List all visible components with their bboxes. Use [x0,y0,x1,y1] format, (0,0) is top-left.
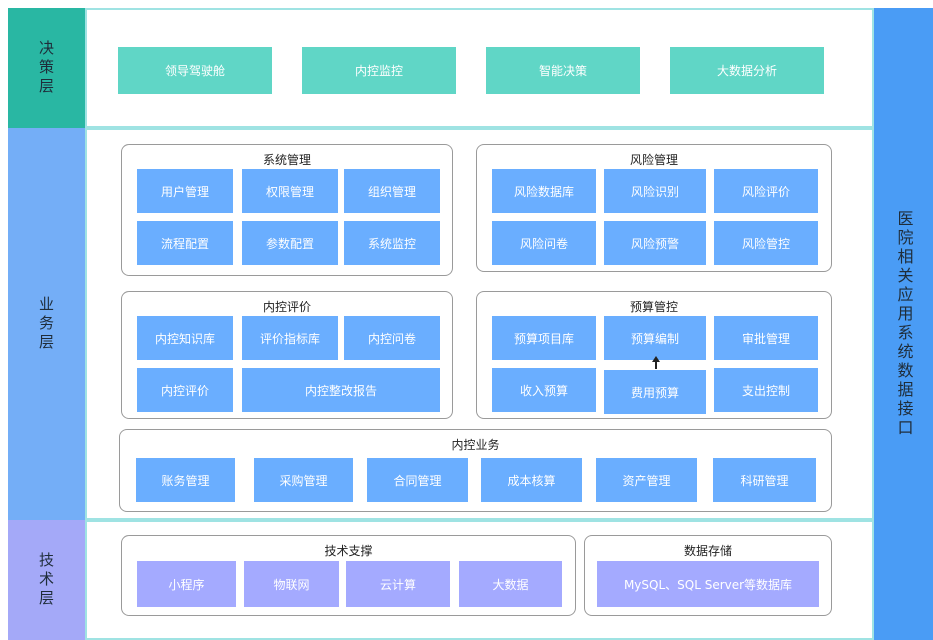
ic-eval-item[interactable]: 内控知识库 [137,316,233,360]
ic-business-title: 内控业务 [451,438,500,452]
budget-item[interactable]: 收入预算 [492,368,596,412]
system-mgmt-title: 系统管理 [262,153,311,167]
ic-business-item[interactable]: 成本核算 [481,458,582,502]
decision-layer-text: 决策层 [37,39,55,97]
system-mgmt-item[interactable]: 用户管理 [137,169,233,213]
tech-layer-label: 技术层 [8,520,85,640]
tech-support-item[interactable]: 小程序 [137,561,236,607]
budget-title: 预算管控 [629,300,678,314]
decision-item[interactable]: 领导驾驶舱 [118,47,272,94]
ic-eval-item[interactable]: 内控整改报告 [242,368,440,412]
tech-support-item[interactable]: 大数据 [459,561,562,607]
ic-eval-item[interactable]: 评价指标库 [242,316,338,360]
system-mgmt-item[interactable]: 流程配置 [137,221,233,265]
risk-mgmt-item[interactable]: 风险管控 [714,221,818,265]
budget-item[interactable]: 预算编制 [604,316,706,360]
decision-item[interactable]: 大数据分析 [670,47,824,94]
data-storage-item[interactable]: MySQL、SQL Server等数据库 [597,561,819,607]
risk-mgmt-item[interactable]: 风险评价 [714,169,818,213]
business-layer-text: 业务层 [37,295,55,353]
tech-support-item[interactable]: 云计算 [346,561,450,607]
tech-layer-text: 技术层 [37,551,55,609]
risk-mgmt-title: 风险管理 [629,153,678,167]
system-mgmt-item[interactable]: 参数配置 [242,221,338,265]
budget-item[interactable]: 预算项目库 [492,316,596,360]
business-layer-label: 业务层 [8,128,85,520]
budget-item[interactable]: 费用预算 [604,370,706,414]
interface-text: 医院相关应用系统数据接口 [894,210,914,438]
system-mgmt-item[interactable]: 权限管理 [242,169,338,213]
system-mgmt-item[interactable]: 组织管理 [344,169,440,213]
decision-item[interactable]: 智能决策 [486,47,640,94]
risk-mgmt-item[interactable]: 风险问卷 [492,221,596,265]
ic-business-item[interactable]: 账务管理 [136,458,235,502]
ic-eval-title: 内控评价 [262,300,311,314]
ic-business-item[interactable]: 科研管理 [713,458,816,502]
ic-business-item[interactable]: 资产管理 [596,458,697,502]
ic-business-item[interactable]: 合同管理 [367,458,468,502]
data-storage-title: 数据存储 [683,544,732,558]
decision-item[interactable]: 内控监控 [302,47,456,94]
ic-eval-item[interactable]: 内控评价 [137,368,233,412]
budget-item[interactable]: 审批管理 [714,316,818,360]
tech-support-title: 技术支撑 [324,544,373,558]
decision-layer-label: 决策层 [8,8,85,128]
ic-eval-item[interactable]: 内控问卷 [344,316,440,360]
interface-bar: 医院相关应用系统数据接口 [874,8,933,640]
ic-business-item[interactable]: 采购管理 [254,458,353,502]
risk-mgmt-item[interactable]: 风险预警 [604,221,706,265]
risk-mgmt-item[interactable]: 风险识别 [604,169,706,213]
tech-support-item[interactable]: 物联网 [244,561,339,607]
budget-flow-arrow [652,356,660,369]
risk-mgmt-item[interactable]: 风险数据库 [492,169,596,213]
budget-item[interactable]: 支出控制 [714,368,818,412]
system-mgmt-item[interactable]: 系统监控 [344,221,440,265]
